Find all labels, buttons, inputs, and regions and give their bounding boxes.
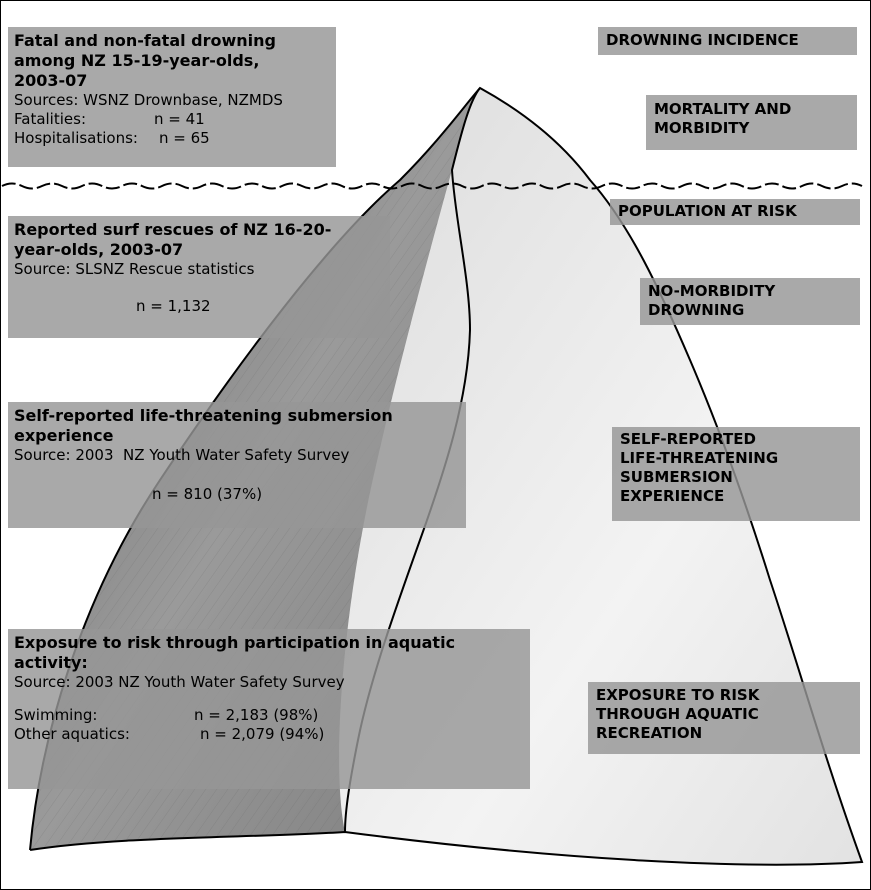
label-population-line-1: POPULATION AT RISK xyxy=(618,202,852,221)
label-no-morbidity-line-1: NO-MORBIDITY xyxy=(648,282,852,301)
label-self-reported-line-2: LIFE-THREATENING xyxy=(620,449,852,468)
surf-title-line-2: year-olds, 2003-07 xyxy=(14,240,384,260)
label-self-reported-line-3: SUBMERSION xyxy=(620,468,852,487)
fatal-drowning-box: Fatal and non-fatal drowning among NZ 15… xyxy=(8,27,336,167)
fatal-stat-hospitalisations: Hospitalisations:n = 65 xyxy=(14,129,330,148)
surf-rescues-box: Reported surf rescues of NZ 16-20- year-… xyxy=(8,216,390,338)
label-mortality-line-1: MORTALITY AND xyxy=(654,100,849,119)
label-self-reported-experience: SELF-REPORTED LIFE-THREATENING SUBMERSIO… xyxy=(612,427,860,521)
fatal-stat-label: Fatalities: xyxy=(14,110,154,129)
label-self-reported-line-1: SELF-REPORTED xyxy=(620,430,852,449)
exposure-box: Exposure to risk through participation i… xyxy=(8,629,530,789)
fatal-title-line-3: 2003-07 xyxy=(14,71,330,91)
fatal-title-line-1: Fatal and non-fatal drowning xyxy=(14,31,330,51)
label-no-morbidity-line-2: DROWNING xyxy=(648,301,852,320)
label-exposure-line-2: THROUGH AQUATIC xyxy=(596,705,852,724)
surf-value: n = 1,132 xyxy=(14,297,384,316)
fatal-source: Sources: WSNZ Drownbase, NZMDS xyxy=(14,91,330,110)
exposure-stat-value: n = 2,079 (94%) xyxy=(200,725,324,743)
surf-title-line-1: Reported surf rescues of NZ 16-20- xyxy=(14,220,384,240)
label-self-reported-line-4: EXPERIENCE xyxy=(620,487,852,506)
fatal-stat-label: Hospitalisations: xyxy=(14,129,159,148)
exposure-spacer xyxy=(14,692,524,706)
self-reported-value: n = 810 (37%) xyxy=(14,485,460,504)
label-mortality-morbidity: MORTALITY AND MORBIDITY xyxy=(646,95,857,150)
label-drowning-incidence-line-1: DROWNING INCIDENCE xyxy=(606,31,849,50)
exposure-stat-other: Other aquatics:n = 2,079 (94%) xyxy=(14,725,524,744)
fatal-stat-fatalities: Fatalities:n = 41 xyxy=(14,110,330,129)
exposure-title-line-1: Exposure to risk through participation i… xyxy=(14,633,524,653)
self-reported-box: Self-reported life-threatening submersio… xyxy=(8,402,466,528)
exposure-title-line-2: activity: xyxy=(14,653,524,673)
self-reported-source: Source: 2003 NZ Youth Water Safety Surve… xyxy=(14,446,460,465)
label-population-at-risk: POPULATION AT RISK xyxy=(610,199,860,225)
label-mortality-line-2: MORBIDITY xyxy=(654,119,849,138)
label-drowning-incidence: DROWNING INCIDENCE xyxy=(598,27,857,55)
label-no-morbidity-drowning: NO-MORBIDITY DROWNING xyxy=(640,278,860,325)
fatal-stat-value: n = 41 xyxy=(154,110,205,128)
self-reported-title-line-1: Self-reported life-threatening submersio… xyxy=(14,406,460,426)
exposure-stat-label: Swimming: xyxy=(14,706,194,725)
label-exposure-to-risk: EXPOSURE TO RISK THROUGH AQUATIC RECREAT… xyxy=(588,682,860,754)
surf-source: Source: SLSNZ Rescue statistics xyxy=(14,260,384,279)
fatal-stat-value: n = 65 xyxy=(159,129,210,147)
exposure-stat-label: Other aquatics: xyxy=(14,725,200,744)
label-exposure-line-3: RECREATION xyxy=(596,724,852,743)
exposure-stat-swimming: Swimming:n = 2,183 (98%) xyxy=(14,706,524,725)
exposure-stat-value: n = 2,183 (98%) xyxy=(194,706,318,724)
label-exposure-line-1: EXPOSURE TO RISK xyxy=(596,686,852,705)
exposure-source: Source: 2003 NZ Youth Water Safety Surve… xyxy=(14,673,524,692)
fatal-title-line-2: among NZ 15-19-year-olds, xyxy=(14,51,330,71)
self-reported-title-line-2: experience xyxy=(14,426,460,446)
